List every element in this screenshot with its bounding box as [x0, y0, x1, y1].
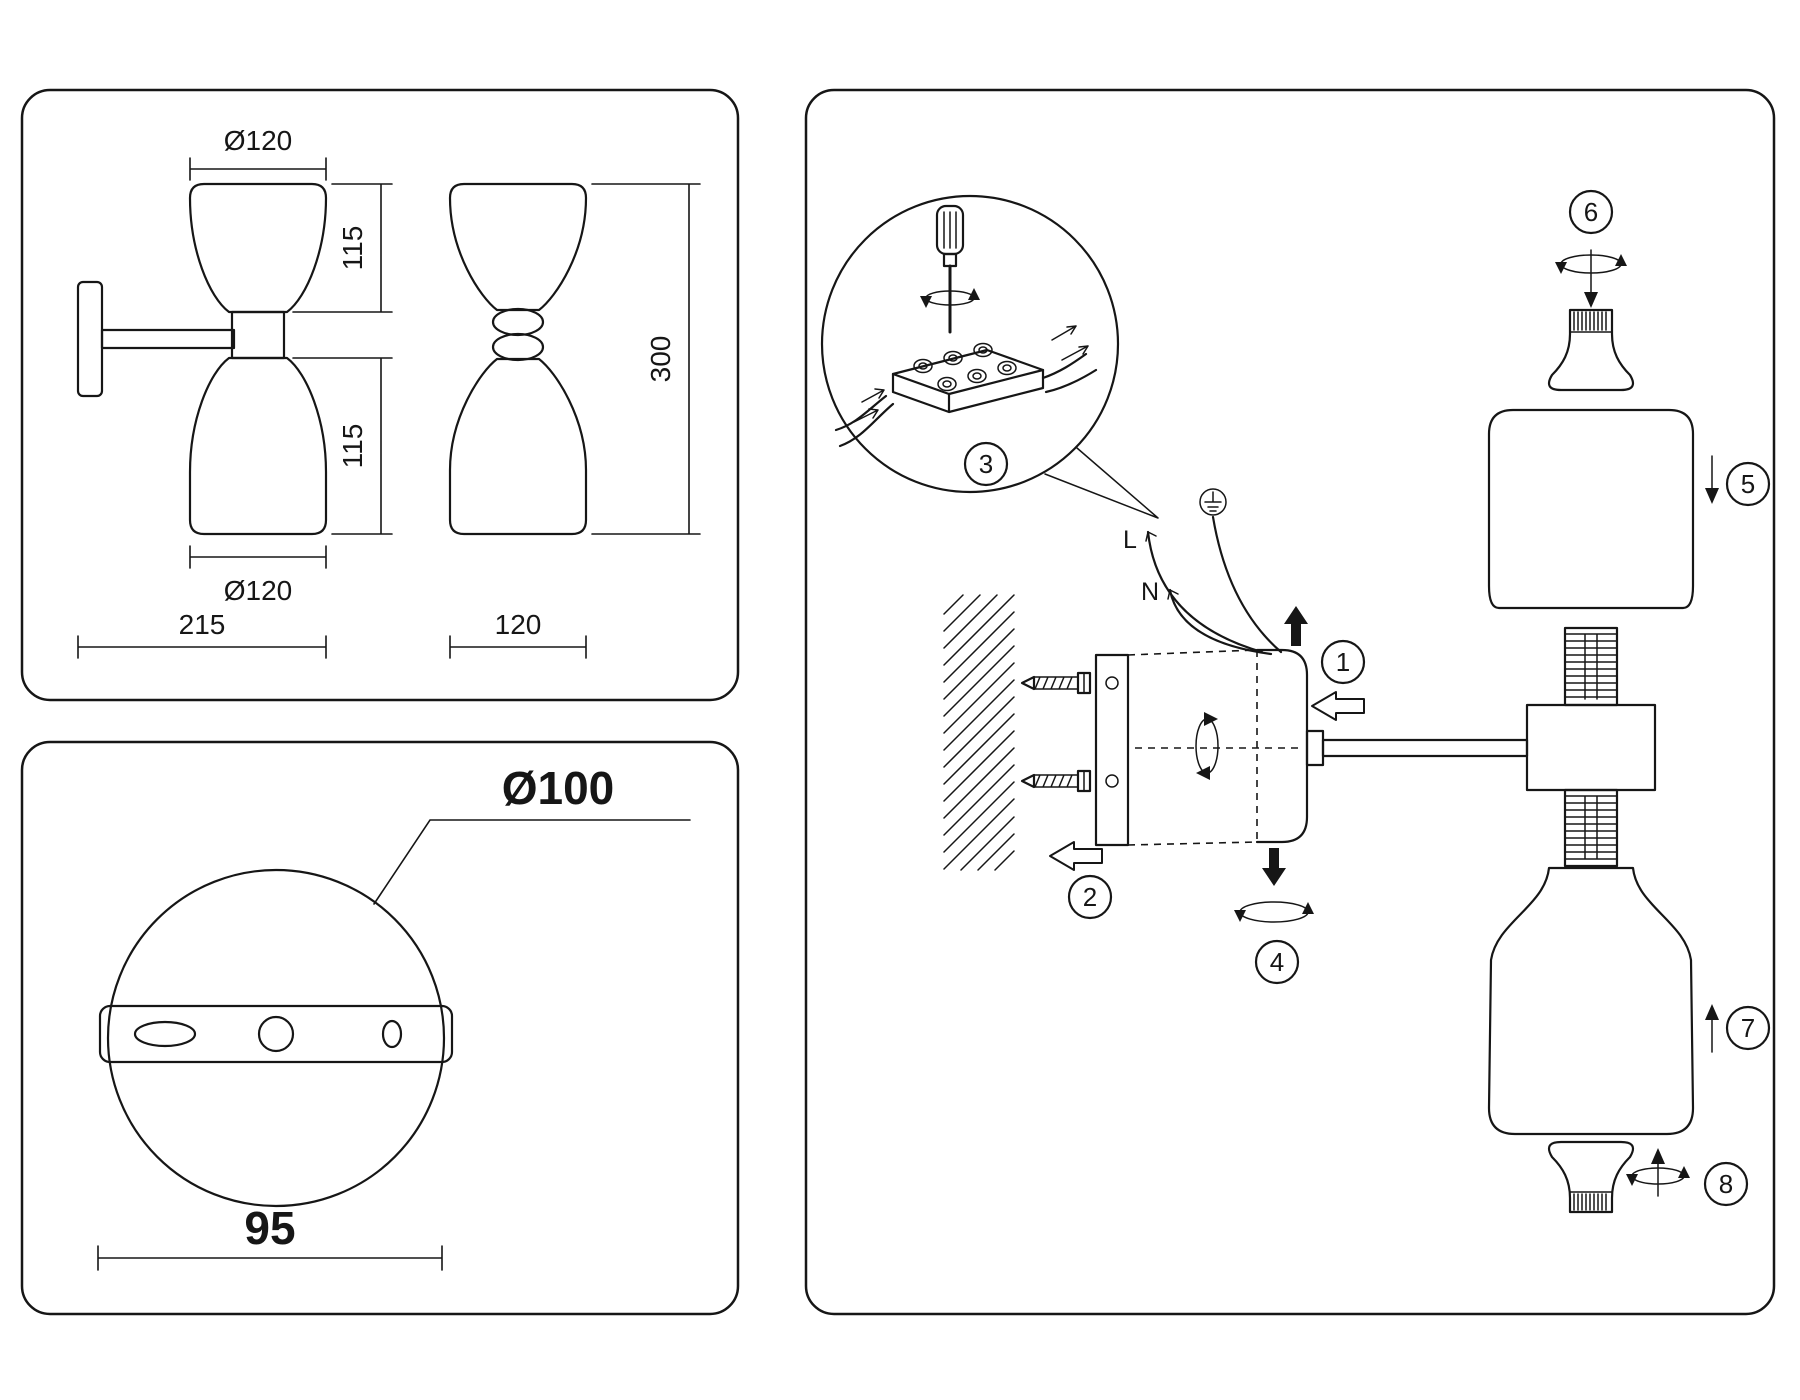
dim-overall-width: 215: [179, 609, 226, 640]
panel-mounting-plate: Ø100 95: [20, 740, 740, 1316]
small-hole: [381, 1019, 403, 1049]
side-view-dimensions: 300 120: [449, 183, 701, 659]
push-up-arrow-icon: [1284, 606, 1308, 646]
threaded-tube-upper: [1563, 626, 1619, 707]
left-arrow-step1-icon: [1311, 691, 1365, 721]
socket-upper: [1547, 308, 1635, 392]
dim-overall-height: 300: [645, 336, 676, 383]
center-hole: [257, 1015, 295, 1053]
wall-hatch: [943, 594, 1015, 871]
rotation-arrow-step4-icon: [1234, 901, 1314, 923]
left-arrow-step2-icon: [1049, 841, 1103, 871]
step-number-6: 6: [1584, 197, 1598, 227]
panel-assembly-instructions: 3 L N: [804, 88, 1776, 1316]
step-number-8: 8: [1719, 1169, 1733, 1199]
front-view-dimensions: Ø120 115 115 Ø120 215: [77, 125, 393, 659]
screwdriver-rotation-arrow-icon: [920, 288, 980, 308]
incoming-wires: [834, 394, 895, 448]
slot-hole: [133, 1020, 197, 1048]
mounting-screw-bottom: [1020, 769, 1092, 793]
wall-section: [943, 594, 1015, 871]
step-number-4: 4: [1270, 947, 1284, 977]
step-badge-8: [1703, 1161, 1749, 1207]
lower-shade-side: [448, 357, 588, 536]
panel-product-dimensions: Ø120 115 115 Ø120 215 300 120: [20, 88, 740, 702]
push-down-arrow-icon: [1262, 848, 1286, 886]
front-view-drawing: [76, 182, 328, 536]
wire-live-curve: [1146, 530, 1264, 654]
supply-wires: L N: [1123, 488, 1283, 656]
balloon-circle: [820, 194, 1120, 494]
wire-label-neutral: N: [1141, 578, 1159, 606]
step-number-1: 1: [1336, 647, 1350, 677]
step-badge-4: [1254, 939, 1300, 985]
dim-upper-height: 115: [337, 226, 368, 271]
dim-bottom-diameter: Ø120: [224, 575, 293, 606]
dim-hole-spacing: 95: [244, 1202, 295, 1254]
panel-border: [20, 740, 740, 1316]
up-arrow-step7-icon: [1705, 1004, 1719, 1053]
socket-lower: [1547, 1140, 1635, 1214]
rotation-arrow-step6-icon: [1555, 249, 1627, 308]
ground-symbol-icon: [1199, 488, 1227, 516]
step-badge-5: [1725, 461, 1771, 507]
balloon-leader-lines: [1044, 447, 1159, 519]
step-badge-7: [1725, 1005, 1771, 1051]
dim-side-width: 120: [495, 609, 542, 640]
step-number-7: 7: [1741, 1013, 1755, 1043]
wire-direction-arrows-icon: [853, 325, 1089, 423]
wire-label-live: L: [1123, 526, 1137, 554]
plate-circle: [106, 868, 446, 1208]
step-badge-1: [1320, 639, 1366, 685]
panel-border: [20, 88, 740, 702]
step-number-3: 3: [979, 449, 993, 479]
down-arrow-step5-icon: [1705, 455, 1719, 504]
mounting-bar: [98, 1004, 454, 1064]
wire-ground-curve: [1211, 515, 1283, 654]
shade-lower: [1487, 866, 1695, 1136]
outgoing-wires: [1041, 352, 1098, 394]
wiring-detail-balloon: 3: [820, 194, 1159, 519]
mounting-bracket: [1094, 653, 1130, 847]
step-badge-2: [1067, 874, 1113, 920]
upper-shade-side: [448, 182, 588, 312]
panel-border: [804, 88, 1776, 1316]
terminal-screws: [913, 342, 1017, 392]
step-badge-3: [963, 441, 1009, 487]
mounting-screw-top: [1020, 671, 1092, 695]
screwdriver-icon: [935, 204, 965, 334]
step-badge-6: [1568, 189, 1614, 235]
upper-shade-front: [188, 182, 328, 314]
threaded-tube-lower: [1563, 788, 1619, 868]
canopy-rotation-arrow-icon: [1195, 712, 1219, 780]
diameter-leader-line: [373, 819, 691, 905]
shade-upper: [1487, 408, 1695, 610]
dim-plate-diameter: Ø100: [502, 762, 615, 814]
wall-arm-front: [100, 328, 236, 350]
lower-shade-front: [188, 356, 328, 536]
dim-top-diameter: Ø120: [224, 125, 293, 156]
wire-tip-arrows-icon: [1145, 531, 1179, 600]
side-view-drawing: [448, 182, 588, 536]
step-number-5: 5: [1741, 469, 1755, 499]
dim-lower-height: 115: [337, 424, 368, 469]
step-number-2: 2: [1083, 882, 1097, 912]
rotation-arrow-step8-icon: [1626, 1148, 1690, 1197]
